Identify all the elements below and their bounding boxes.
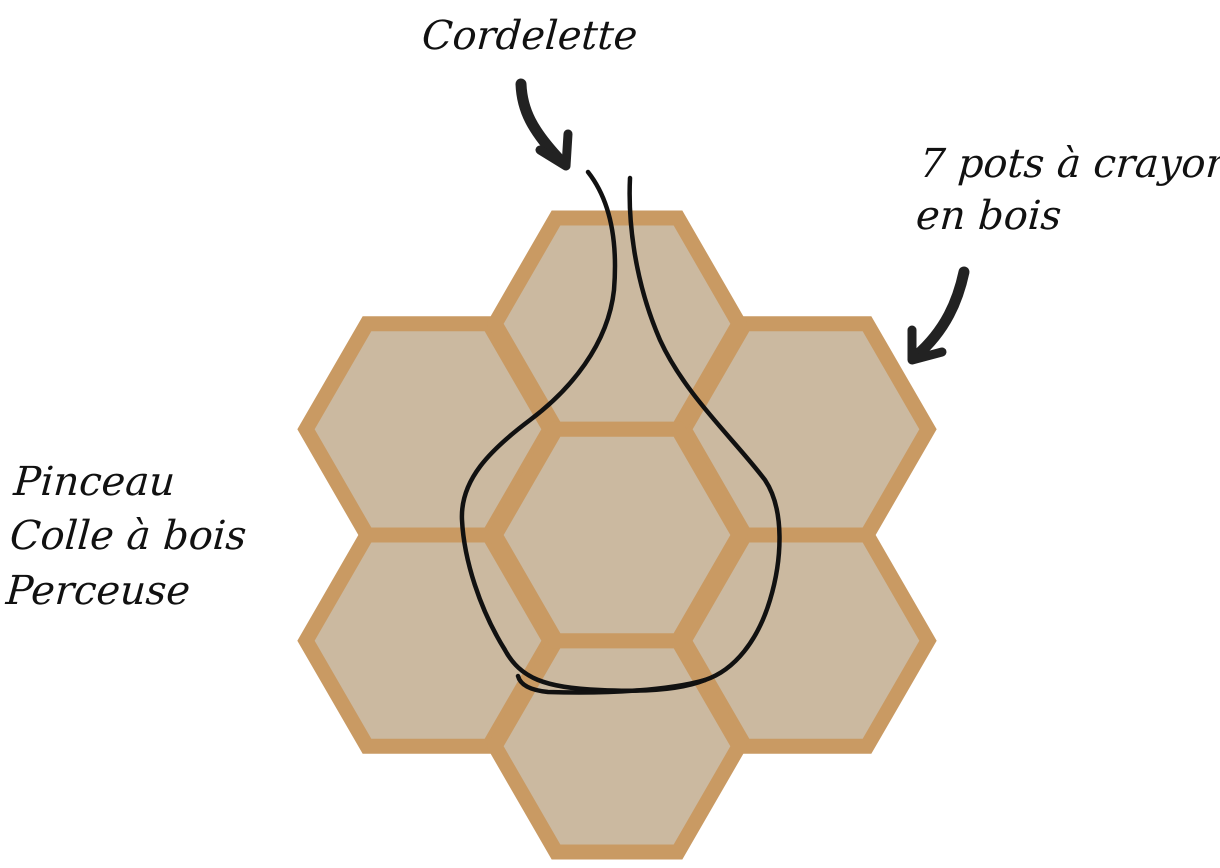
cord-arrow bbox=[521, 84, 568, 166]
pencil-pots-arrow bbox=[912, 272, 964, 360]
cord-label: Cordelette bbox=[420, 10, 639, 62]
hexagon-group bbox=[306, 218, 928, 852]
pencil-pots-label-line-1: 7 pots à crayons bbox=[918, 138, 1220, 190]
pencil-pots-arrow-shaft bbox=[916, 272, 964, 356]
tools-label-brush: Pinceau bbox=[12, 455, 252, 509]
tools-label-wood-glue: Colle à bois bbox=[8, 509, 248, 563]
cord-label-text: Cordelette bbox=[420, 13, 639, 59]
hexagon-pot-center bbox=[495, 429, 739, 640]
tools-label-drill: Perceuse bbox=[4, 564, 244, 618]
tools-label: Pinceau Colle à bois Perceuse bbox=[4, 455, 252, 618]
pencil-pots-label-line-2: en bois bbox=[914, 190, 1220, 242]
hexagon-pot-top bbox=[495, 218, 739, 429]
hexagon-pot-bottom bbox=[495, 641, 739, 852]
pencil-pots-label: 7 pots à crayons en bois bbox=[914, 138, 1220, 242]
